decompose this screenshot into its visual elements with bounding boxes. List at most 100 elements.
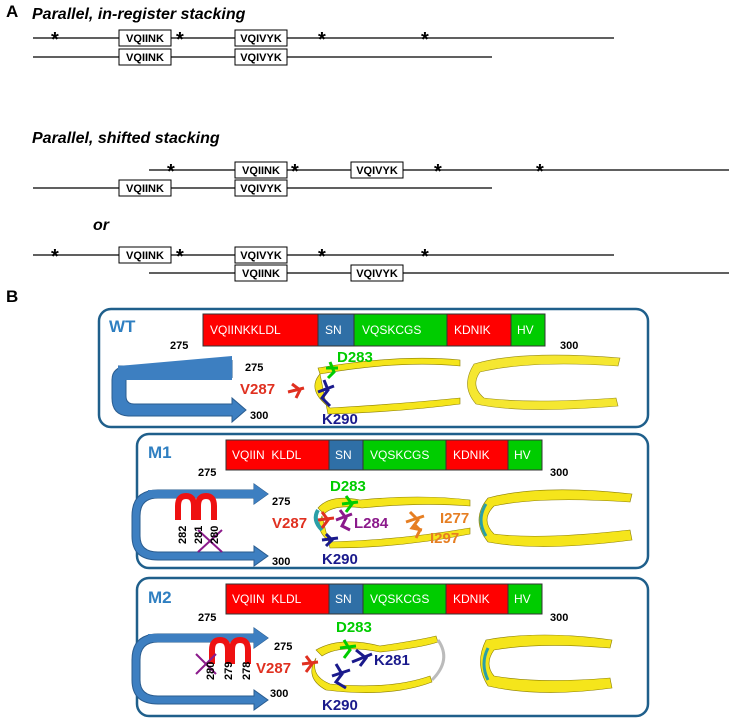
residue-label-v287: V287: [256, 660, 291, 677]
ribbon-ensemble: [467, 354, 621, 410]
seg-green: [362, 583, 447, 615]
box-label: VQIINK: [242, 268, 280, 280]
box-label: VQIVYK: [240, 52, 282, 64]
box-vqivyk: [350, 161, 404, 179]
seg-label: KDNIK: [453, 448, 490, 462]
box-label: VQIINK: [126, 250, 164, 262]
sequence-bar-m1: VQIIN KLDL SN VQSKCGS KDNIK HV: [225, 439, 543, 471]
deletion-cross: [195, 653, 217, 675]
box-label: VQIINK: [126, 183, 164, 195]
hairpin-number: 280: [205, 662, 217, 680]
side-chain-d283: [326, 361, 338, 380]
deletion-cross: [197, 529, 223, 553]
residue-number: 300: [560, 340, 578, 352]
seg-label: VQSKCGS: [370, 592, 429, 606]
box-label: VQIINK: [242, 165, 280, 177]
hairpin-number: 278: [241, 662, 253, 680]
or-label: or: [93, 217, 110, 234]
residue-label-i277: I277: [440, 510, 469, 527]
box-vqiink: [118, 48, 172, 66]
seg-label: VQIIN KLDL: [232, 448, 302, 462]
residue-number: 300: [550, 467, 568, 479]
panel-name: M2: [148, 588, 172, 607]
seg-label: VQIIN KLDL: [232, 592, 302, 606]
star: *: [434, 161, 442, 183]
panel-name: WT: [109, 317, 136, 336]
panel-a-title-in-register: Parallel, in-register stacking: [32, 6, 246, 23]
sequence-bar-wt: VQIINKKLDL SN VQSKCGS KDNIK HV: [202, 313, 546, 347]
box-label: VQIINK: [126, 33, 164, 45]
residue-number: 300: [250, 410, 268, 422]
side-chain-i297: [412, 522, 422, 539]
star: *: [176, 29, 184, 51]
box-vqiink: [234, 161, 288, 179]
side-chain-k281: [351, 648, 373, 667]
box-label: VQIVYK: [240, 250, 282, 262]
side-chain-l284: [335, 509, 353, 532]
residue-label-d283: D283: [337, 349, 373, 366]
box-vqivyk: [234, 48, 288, 66]
residue-label-l284: L284: [354, 515, 389, 532]
side-chain-d283: [339, 639, 357, 659]
panel-a-title-shifted: Parallel, shifted stacking: [32, 130, 220, 147]
beta-arrow-top: [148, 628, 268, 648]
seg-label: KDNIK: [453, 592, 490, 606]
residue-number: 275: [274, 641, 292, 653]
star: *: [51, 29, 59, 51]
ribbon-ensemble: [480, 634, 613, 693]
residue-label-i297: I297: [430, 530, 459, 547]
star: *: [51, 246, 59, 268]
box-vqiink: [118, 246, 172, 264]
residue-label-k290: K290: [322, 551, 358, 568]
panel-b-letter: B: [6, 287, 18, 306]
residue-label-d283: D283: [330, 478, 366, 495]
residue-label-k290: K290: [322, 697, 358, 714]
mutation-loop: [209, 636, 231, 664]
mutation-loop: [175, 492, 197, 520]
box-label: VQIVYK: [356, 165, 398, 177]
residue-label-k281: K281: [374, 652, 410, 669]
seg-label: SN: [335, 448, 352, 462]
seg-red: [202, 313, 319, 347]
ribbon: [314, 373, 461, 415]
residue-number: 300: [272, 556, 290, 568]
box-vqivyk: [234, 29, 288, 47]
box-label: VQIVYK: [240, 33, 282, 45]
sequence-bar-m2: VQIIN KLDL SN VQSKCGS KDNIK HV: [225, 583, 543, 615]
seg-blue: [317, 313, 355, 347]
seg-green: [362, 439, 447, 471]
side-chain-v287: [317, 511, 335, 529]
residue-label-v287: V287: [272, 515, 307, 532]
side-chain-d283: [341, 495, 359, 513]
side-chain-k290: [331, 663, 351, 690]
side-chain-v287: [287, 382, 305, 399]
box-vqiink: [234, 264, 288, 282]
seg-red: [225, 439, 330, 471]
star: *: [318, 29, 326, 51]
turn-coil-ensemble: [482, 647, 490, 681]
seg-blue: [328, 439, 364, 471]
box-vqivyk: [350, 264, 404, 282]
box-vqivyk: [234, 246, 288, 264]
residue-number: 275: [245, 362, 263, 374]
panel-a-letter: A: [6, 2, 18, 21]
seg-label: VQIINKKLDL: [210, 323, 281, 337]
hairpin-number: 279: [223, 662, 235, 680]
residue-number: 275: [272, 496, 290, 508]
residue-label-k290: K290: [322, 411, 358, 428]
seg-green: [510, 313, 546, 347]
residue-number: 300: [270, 688, 288, 700]
turn-coil-ensemble: [479, 503, 488, 537]
mutation-loop: [195, 492, 217, 520]
box-label: VQIVYK: [356, 268, 398, 280]
hairpin-number: 280: [209, 526, 221, 544]
ribbon: [317, 357, 461, 375]
residue-label-d283: D283: [336, 619, 372, 636]
seg-label: SN: [335, 592, 352, 606]
star: *: [167, 161, 175, 183]
turn-coil: [313, 508, 324, 532]
box-vqivyk: [234, 179, 288, 197]
star: *: [176, 246, 184, 268]
star: *: [421, 246, 429, 268]
